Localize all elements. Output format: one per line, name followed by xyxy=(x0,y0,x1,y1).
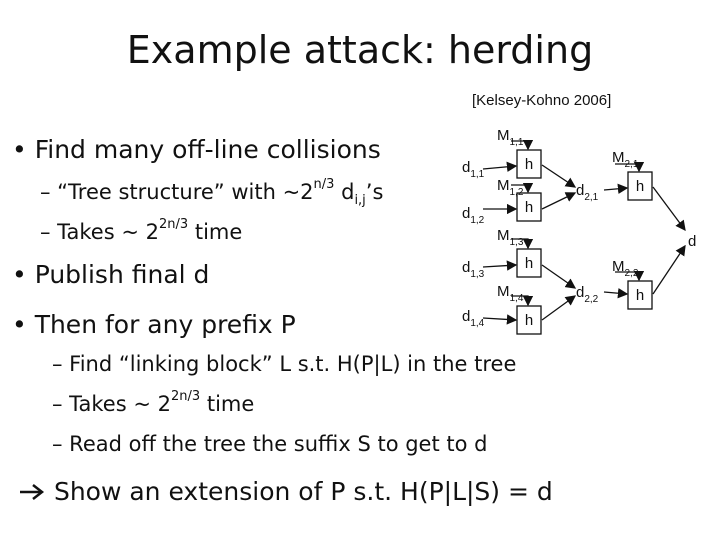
slide-title: Example attack: herding xyxy=(126,28,594,72)
label-M21: M2,1 xyxy=(612,149,639,170)
label-d14: d1,4 xyxy=(462,308,485,329)
hash-label: h xyxy=(636,178,644,195)
label-M11: M1,1 xyxy=(497,127,524,148)
conclusion-line: Show an extension of P s.t. H(P|L|S) = d xyxy=(18,477,553,506)
hash-box-4 xyxy=(516,305,542,335)
hash-label: h xyxy=(525,156,533,173)
subbullet-takes-time-2: – Takes ~ 22n/3 time xyxy=(52,389,255,416)
exponent: n/3 xyxy=(313,177,335,192)
text-part: – “Tree structure” with ~2 xyxy=(40,180,314,204)
label-d21: d2,1 xyxy=(576,182,599,203)
subbullet-tree-structure: – “Tree structure” with ~2n/3 di,j’s xyxy=(40,177,384,207)
text-part: – Takes ~ 2 xyxy=(40,220,159,244)
label-d22: d2,2 xyxy=(576,284,599,305)
label-final-d: d xyxy=(688,233,696,250)
exponent: 2n/3 xyxy=(158,217,189,232)
label-M14: M1,4 xyxy=(497,283,524,304)
subscript: i,j xyxy=(354,193,366,208)
label-d12: d1,2 xyxy=(462,205,485,226)
text-part: ’s xyxy=(365,180,384,204)
text-part: d xyxy=(334,180,355,204)
conclusion-text: Show an extension of P s.t. H(P|L|S) = d xyxy=(46,477,553,506)
text-part: time xyxy=(188,220,243,244)
hash-box-2 xyxy=(516,192,542,222)
bullet-find-collisions: • Find many off-line collisions xyxy=(12,135,381,164)
hash-label: h xyxy=(525,199,533,216)
label-d11: d1,1 xyxy=(462,159,485,180)
bullet-publish-final: • Publish final d xyxy=(12,260,210,289)
subbullet-linking-block: – Find “linking block” L s.t. H(P|L) in … xyxy=(52,352,517,376)
label-M22: M2,2 xyxy=(612,258,639,279)
label-M12: M1,2 xyxy=(497,177,524,198)
hash-label: h xyxy=(636,287,644,304)
text-part: – Takes ~ 2 xyxy=(52,392,171,416)
subbullet-takes-time-1: – Takes ~ 22n/3 time xyxy=(40,217,243,244)
exponent: 2n/3 xyxy=(170,389,201,404)
bullet-any-prefix: • Then for any prefix P xyxy=(12,310,296,339)
citation: [Kelsey-Kohno 2006] xyxy=(472,92,612,109)
hash-box-5 xyxy=(627,171,653,201)
hash-label: h xyxy=(525,312,533,329)
hash-label: h xyxy=(525,255,533,272)
label-d13: d1,3 xyxy=(462,259,485,280)
label-M13: M1,3 xyxy=(497,227,524,248)
hash-box-1 xyxy=(516,149,542,179)
hash-box-6 xyxy=(627,280,653,310)
text-part: time xyxy=(200,392,255,416)
hash-box-3 xyxy=(516,248,542,278)
subbullet-read-suffix: – Read off the tree the suffix S to get … xyxy=(52,432,488,456)
right-arrow-icon xyxy=(20,484,45,500)
